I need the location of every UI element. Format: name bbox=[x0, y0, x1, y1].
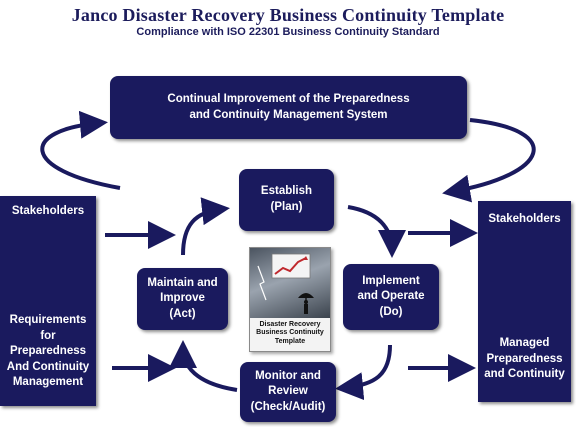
lightning-umbrella-illustration bbox=[257, 253, 314, 314]
page-title: Janco Disaster Recovery Business Continu… bbox=[71, 5, 505, 25]
arrow-check-to-act bbox=[169, 340, 238, 392]
arrow-act-to-plan bbox=[181, 197, 230, 256]
right-managed-label: Managed Preparedness and Continuity bbox=[484, 337, 565, 381]
establish-plan-box: Establish (Plan) bbox=[239, 169, 334, 231]
right-stakeholders-label: Stakeholders bbox=[488, 213, 561, 225]
left-stakeholders-label: Stakeholders bbox=[11, 205, 85, 217]
right-stakeholders-panel: Stakeholders Managed Preparedness and Co… bbox=[478, 201, 571, 402]
maintain-act-box: Maintain and Improve (Act) bbox=[137, 268, 228, 330]
storm-sky-image bbox=[250, 248, 330, 318]
continual-improvement-box: Continual Improvement of the Preparednes… bbox=[110, 76, 467, 139]
arrow-from-continual-improvement bbox=[442, 118, 536, 203]
arrow-to-continual-improvement bbox=[40, 110, 121, 190]
left-requirements-label: Requirements for Preparedness And Contin… bbox=[6, 314, 90, 389]
page-subtitle: Compliance with ISO 22301 Business Conti… bbox=[136, 26, 440, 38]
book-title: Disaster Recovery Business Continuity Te… bbox=[256, 321, 324, 345]
left-stakeholders-panel: Stakeholders Requirements for Preparedne… bbox=[0, 196, 96, 406]
monitor-check-box: Monitor and Review (Check/Audit) bbox=[240, 362, 336, 422]
implement-do-box: Implement and Operate (Do) bbox=[343, 264, 439, 330]
template-book-cover: Disaster Recovery Business Continuity Te… bbox=[249, 247, 331, 352]
arrow-plan-to-do bbox=[347, 205, 406, 258]
arrow-do-to-check bbox=[335, 344, 392, 401]
